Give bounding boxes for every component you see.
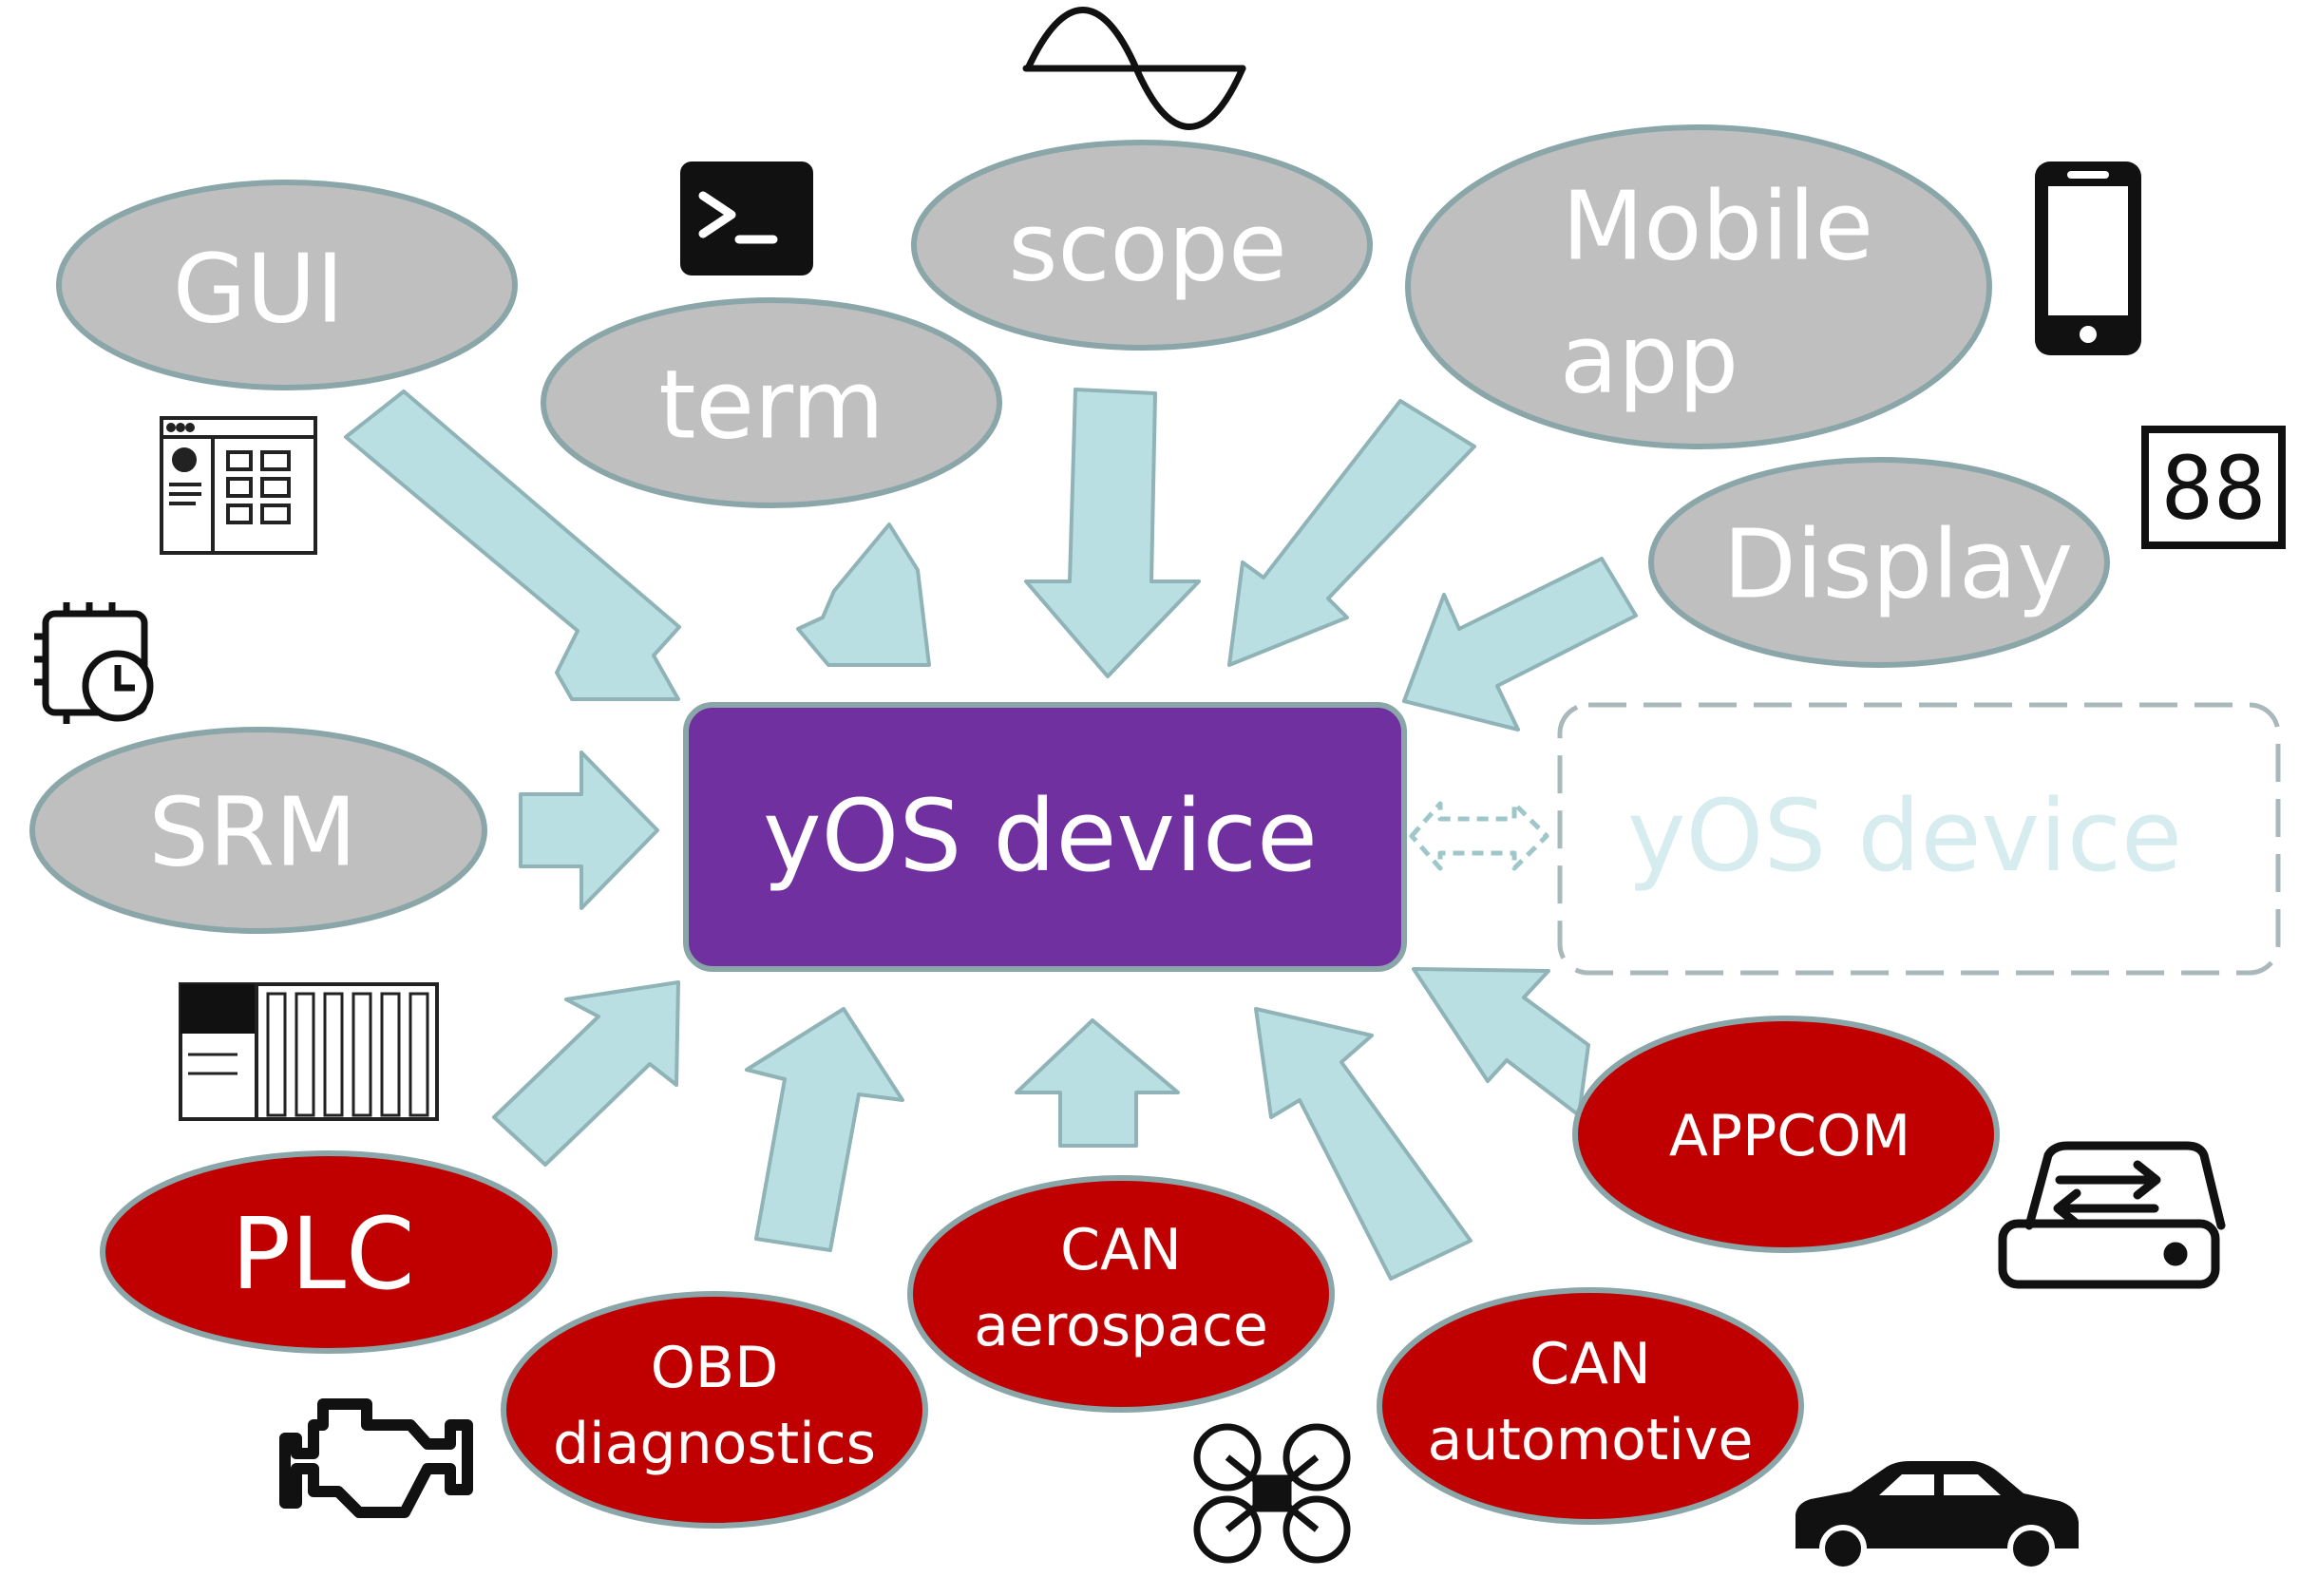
node-scope-label: scope: [1008, 192, 1286, 303]
node-scope: scope: [911, 140, 1373, 351]
node-gui-label: GUI: [173, 234, 344, 345]
center-device: yOS device: [683, 702, 1407, 972]
node-can-aerospace: CAN aerospace: [907, 1175, 1335, 1413]
arrow-term: [796, 522, 931, 667]
arrow-plc: [492, 980, 680, 1167]
node-plc: PLC: [100, 1150, 558, 1354]
engine-icon: [279, 1398, 473, 1518]
node-display: Display: [1648, 457, 2110, 668]
car-icon: [1796, 1461, 2079, 1572]
peer-link-arrow: [1409, 801, 1549, 871]
node-display-label: Display: [1723, 509, 2074, 620]
node-can-automotive: CAN automotive: [1377, 1287, 1804, 1525]
node-obd: OBD diagnostics: [501, 1291, 928, 1529]
node-mobile-app-label-line2: app: [1560, 304, 1738, 415]
seven-segment-display-icon: 88: [2141, 426, 2286, 549]
node-obd-label-line2: diagnostics: [553, 1411, 876, 1477]
smartphone-icon: [2035, 162, 2141, 355]
arrow-obd: [745, 1007, 904, 1252]
node-can-automotive-label-line1: CAN: [1530, 1331, 1651, 1397]
arrow-can-auto: [1254, 1007, 1472, 1281]
node-gui: GUI: [56, 180, 518, 390]
node-obd-label-line1: OBD: [651, 1335, 779, 1401]
arrow-display: [1402, 557, 1638, 732]
transfer-drive-icon: [1998, 1141, 2226, 1289]
node-srm: SRM: [29, 727, 487, 934]
peer-device: yOS device: [1557, 702, 2281, 976]
node-can-aerospace-label-line1: CAN: [1060, 1217, 1182, 1283]
arrow-srm: [519, 750, 659, 910]
terminal-icon: [680, 162, 813, 276]
node-mobile-app: Mobile app: [1405, 124, 1992, 449]
peer-device-label: yOS device: [1627, 778, 2182, 894]
arrow-mobile: [1227, 399, 1476, 667]
node-appcom-label: APPCOM: [1669, 1103, 1910, 1169]
chip-clock-icon: [34, 602, 154, 724]
application-window-icon: [160, 416, 317, 555]
arrow-appcom: [1412, 967, 1590, 1117]
arrow-scope: [1024, 388, 1201, 678]
node-term-label: term: [658, 350, 884, 461]
node-appcom: APPCOM: [1572, 1016, 2000, 1253]
node-mobile-app-label-line1: Mobile: [1562, 171, 1873, 282]
center-device-label: yOS device: [763, 778, 1318, 894]
arrow-can-aero: [1015, 1018, 1180, 1148]
node-can-aerospace-label-line2: aerospace: [974, 1293, 1268, 1359]
drone-icon: [1193, 1423, 1351, 1564]
arrow-gui: [344, 390, 681, 701]
node-term: term: [541, 297, 1002, 508]
node-can-automotive-label-line2: automotive: [1428, 1407, 1754, 1473]
arrows: [344, 388, 1638, 1281]
node-srm-label: SRM: [148, 777, 356, 888]
seven-segment-digits: 88: [2161, 438, 2267, 540]
plc-rack-icon: [179, 982, 439, 1121]
sine-wave-icon: [1022, 7, 1246, 130]
node-plc-label: PLC: [231, 1196, 414, 1312]
